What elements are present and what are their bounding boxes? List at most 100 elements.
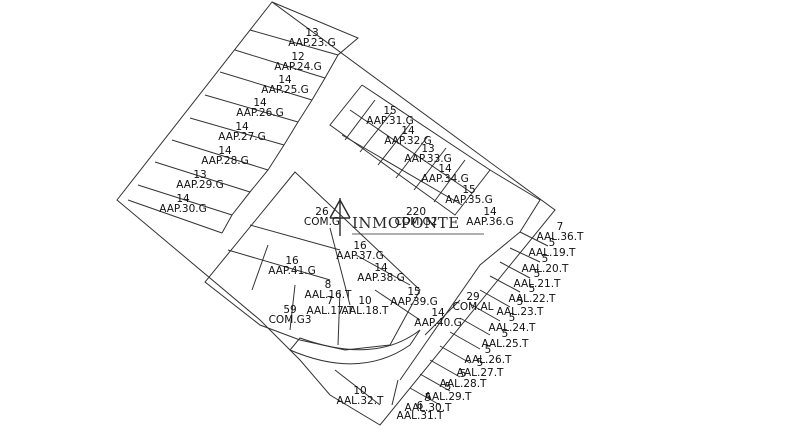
- unit-code: AAP.38.G: [357, 272, 405, 284]
- unit-area: 5: [508, 312, 516, 324]
- unit-area: 14: [431, 307, 445, 319]
- unit-area: 7: [556, 221, 564, 233]
- inmoponte-logo: [329, 198, 484, 236]
- unit-code: AAP.32.G: [384, 135, 432, 147]
- unit-code: AAL.16.T: [304, 289, 352, 301]
- unit-code: AAP.37.G: [336, 250, 384, 262]
- unit-area: 15: [383, 105, 397, 117]
- unit-area: 14: [235, 121, 249, 133]
- unit-area: 26: [315, 206, 329, 218]
- unit-area: 5: [548, 237, 556, 249]
- unit-code: AAL.25.T: [481, 338, 529, 350]
- unit-code: AAL.32.T: [336, 395, 384, 407]
- unit-code: COM.G: [303, 216, 341, 228]
- unit-code: COM.G3: [268, 314, 312, 326]
- unit-area: 7: [326, 295, 334, 307]
- unit-area: 14: [483, 206, 497, 218]
- unit-code: AAP.24.G: [274, 61, 322, 73]
- unit-row-northeast: [329, 84, 541, 233]
- unit-code: AAL.36.T: [536, 231, 584, 243]
- unit-area: 14: [176, 193, 190, 205]
- unit-code: AAP.27.G: [218, 131, 266, 143]
- unit-code: AAL.24.T: [488, 322, 536, 334]
- unit-code: AAL.20.T: [521, 263, 569, 275]
- unit-area: 5: [541, 253, 549, 265]
- unit-code: AAP.29.G: [176, 179, 224, 191]
- unit-area: 5: [528, 283, 536, 295]
- unit-area: 14: [438, 163, 452, 175]
- unit-area: 16: [285, 255, 299, 267]
- unit-area: 13: [305, 27, 319, 39]
- unit-area: 15: [407, 286, 421, 298]
- unit-area: 15: [462, 184, 476, 196]
- unit-area: 14: [278, 74, 292, 86]
- unit-area: 14: [374, 262, 388, 274]
- unit-area: 5: [501, 328, 509, 340]
- unit-area: 5: [484, 344, 492, 356]
- unit-code: AAP.30.G: [159, 203, 207, 215]
- unit-code: AAP.35.G: [445, 194, 493, 206]
- unit-area: 12: [291, 51, 305, 63]
- unit-code: AAP.40.G: [414, 317, 462, 329]
- unit-code: COM.G2: [394, 216, 438, 228]
- unit-area: 5: [533, 268, 541, 280]
- unit-area: 5: [476, 357, 484, 369]
- building-outline: [116, 1, 556, 426]
- unit-area: 10: [353, 385, 367, 397]
- unit-area: 14: [401, 125, 415, 137]
- unit-code: AAP.41.G: [268, 265, 316, 277]
- ramp-curve: [289, 329, 421, 365]
- unit-code: AAP.34.G: [421, 173, 469, 185]
- unit-code: AAL.19.T: [528, 247, 576, 259]
- unit-code: AAP.39.G: [390, 296, 438, 308]
- unit-code: COM.AL: [452, 301, 494, 313]
- unit-code: AAL.30.T: [404, 402, 452, 414]
- unit-code: AAL.21.T: [513, 278, 561, 290]
- unit-code: AAL.18.T: [341, 305, 389, 317]
- unit-area: 5: [444, 381, 452, 393]
- unit-code: AAL.27.T: [456, 367, 504, 379]
- unit-code: AAL.29.T: [424, 391, 472, 403]
- unit-area: 6: [416, 400, 424, 412]
- unit-area: 5: [516, 296, 524, 308]
- unit-area: 29: [466, 291, 480, 303]
- unit-code: AAP.26.G: [236, 107, 284, 119]
- unit-area: 59: [283, 304, 297, 316]
- unit-area: 14: [253, 97, 267, 109]
- unit-code: AAP.23.G: [288, 37, 336, 49]
- unit-code: AAP.25.G: [261, 84, 309, 96]
- unit-area: 10: [358, 295, 372, 307]
